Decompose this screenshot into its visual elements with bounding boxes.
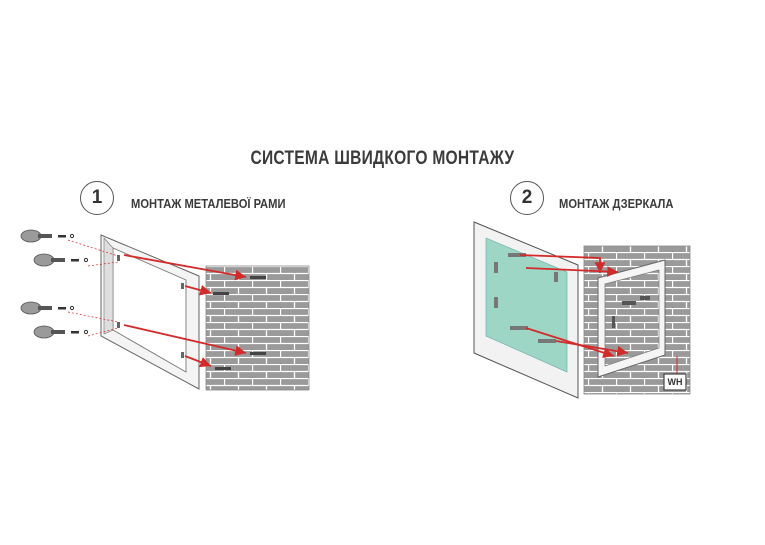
mirror-panel xyxy=(473,221,579,399)
wh-badge-box xyxy=(663,373,687,391)
wh-badge: WH xyxy=(667,377,683,387)
screwdriver-icons xyxy=(20,229,89,339)
step-2-number: 2 xyxy=(510,181,544,215)
step-2-illustration xyxy=(473,221,691,399)
brick-wall-1 xyxy=(205,265,310,391)
step-1-label: МОНТАЖ МЕТАЛЕВОЇ РАМИ xyxy=(131,196,286,211)
diagram-title: СИСТЕМА ШВИДКОГО МОНТАЖУ xyxy=(250,148,515,169)
step-1-number: 1 xyxy=(80,181,114,215)
step-1-illustration xyxy=(20,229,310,391)
step-2-label: МОНТАЖ ДЗЕРКАЛА xyxy=(559,196,674,211)
metal-frame xyxy=(100,234,200,390)
